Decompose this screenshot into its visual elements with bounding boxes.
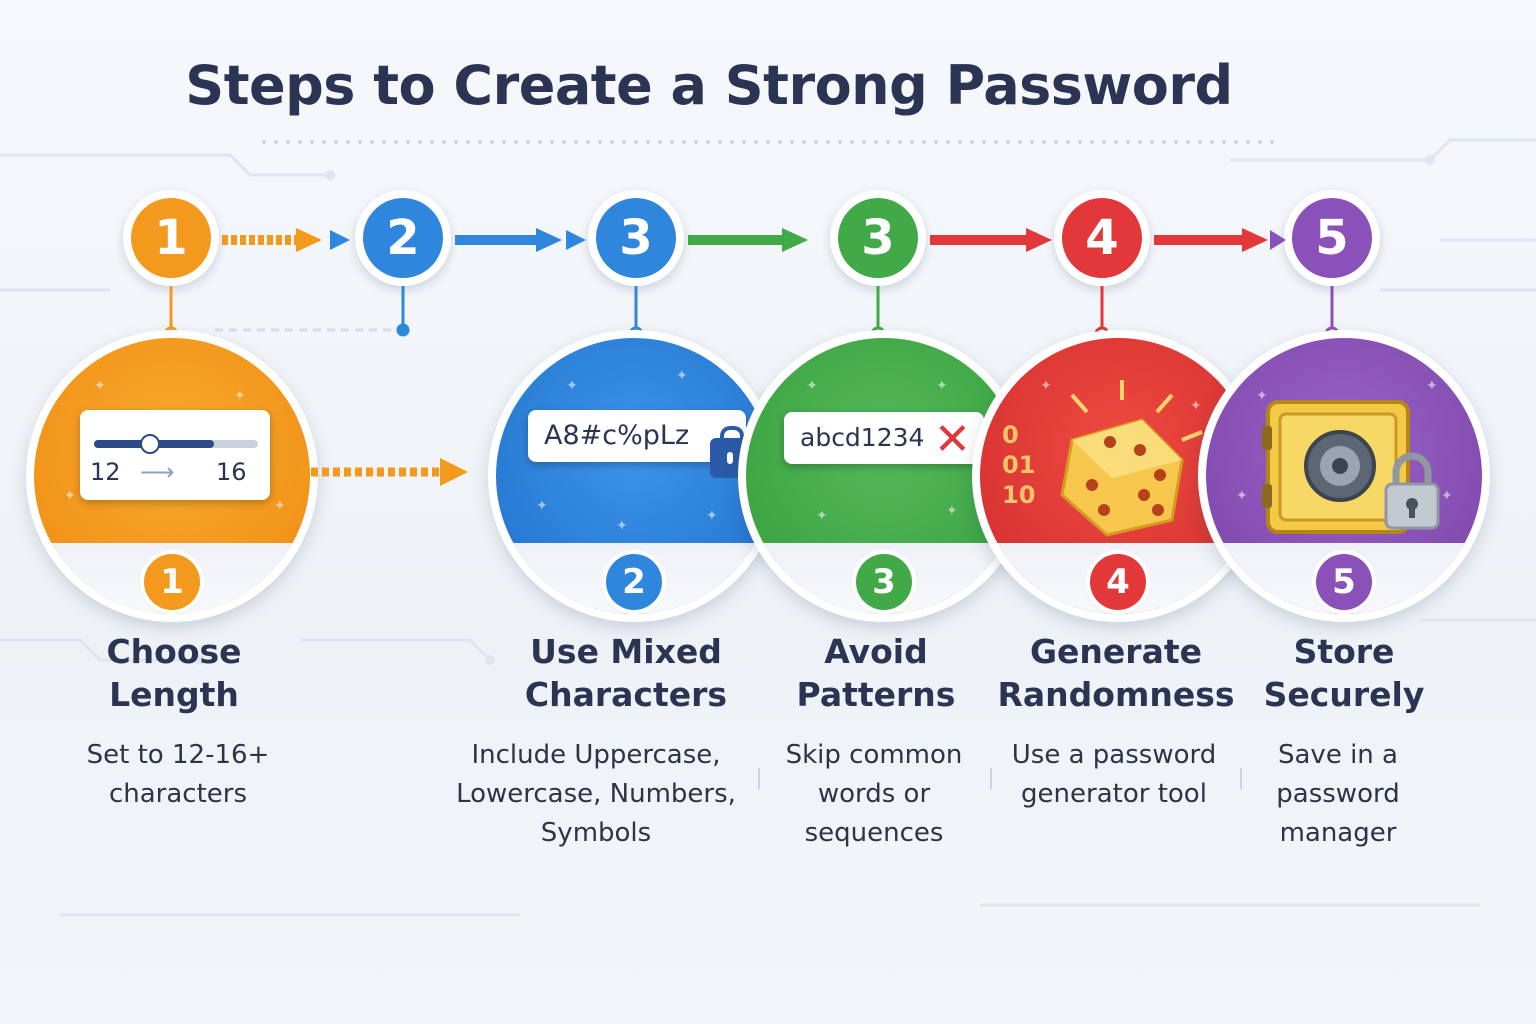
step-title-line: Patterns — [796, 675, 956, 714]
step-title-line: Store — [1293, 632, 1395, 671]
safe-icon — [1262, 400, 1410, 534]
step-5-description: Save in a password manager — [1188, 736, 1488, 853]
step-desc-line: generator tool — [1021, 779, 1207, 809]
step-5-illustration-circle: ✦ ✦ ✦ ✦ 5 — [1198, 330, 1490, 622]
step-desc-line: words or — [817, 779, 931, 809]
step-desc-line: Save in a — [1278, 740, 1398, 770]
step-title-line: Choose — [106, 632, 242, 671]
step-1-description: Set to 12-16+ characters — [28, 736, 328, 814]
step-1-to-2-arrow — [300, 458, 468, 486]
top-step-number: 1 — [131, 198, 211, 278]
top-step-number: 2 — [363, 198, 443, 278]
top-step-badge-2: 2 — [355, 190, 451, 286]
step-2-description: Include Uppercase, Lowercase, Numbers, S… — [446, 736, 746, 853]
step-5-number-badge: 5 — [1316, 554, 1372, 610]
slider-thumb — [140, 434, 160, 454]
step-1-illustration-circle: ✦ ✦ ✦ ✦ 1 12 ⟶ 16 — [26, 330, 318, 622]
step-desc-line: password — [1276, 779, 1400, 809]
step-3-title: Avoid Patterns — [736, 630, 1016, 716]
top-step-badge-4: 3 — [830, 190, 926, 286]
top-step-badge-1: 1 — [123, 190, 219, 286]
top-step-number: 5 — [1292, 198, 1372, 278]
step-4-title: Generate Randomness — [976, 630, 1256, 716]
page-title: Steps to Create a Strong Password — [185, 54, 1233, 117]
step-desc-line: Symbols — [540, 818, 652, 848]
step-1-number-badge: 1 — [144, 554, 200, 610]
step-2-title: Use Mixed Characters — [486, 630, 766, 716]
slider-min-label: 12 — [90, 458, 121, 486]
top-step-badge-5: 4 — [1054, 190, 1150, 286]
arrow-right-icon: ⟶ — [140, 458, 175, 486]
step-desc-line: Include Uppercase, — [471, 740, 721, 770]
binary-digit-line: 0 — [1002, 421, 1019, 449]
step-2-number-badge: 2 — [606, 554, 662, 610]
dice-icon — [1060, 380, 1203, 537]
step-desc-line: Set to 12-16+ — [86, 740, 270, 770]
weak-password-field: abcd1234 — [784, 412, 984, 464]
top-step-number: 3 — [596, 198, 676, 278]
step-desc-line: manager — [1279, 818, 1397, 848]
step-title-line: Randomness — [997, 675, 1235, 714]
step-1-title: Choose Length — [34, 630, 314, 716]
step-desc-line: Use a password — [1011, 740, 1217, 770]
padlock-icon — [1384, 452, 1440, 530]
step-title-line: Generate — [1029, 632, 1203, 671]
column-divider — [758, 768, 760, 790]
rejected-x-icon: ✕ — [934, 414, 971, 465]
step-title-line: Securely — [1263, 675, 1425, 714]
step-3-description: Skip common words or sequences — [724, 736, 1024, 853]
step-4-description: Use a password generator tool — [964, 736, 1264, 814]
top-step-badge-3: 3 — [588, 190, 684, 286]
step-5-title: Store Securely — [1204, 630, 1484, 716]
step-3-number-badge: 3 — [856, 554, 912, 610]
slider-max-label: 16 — [216, 458, 247, 486]
step-title-line: Use Mixed — [530, 632, 722, 671]
step-desc-line: Lowercase, Numbers, — [456, 779, 736, 809]
step-desc-line: sequences — [804, 818, 944, 848]
binary-digit-line: 01 — [1002, 451, 1036, 479]
top-step-number: 3 — [838, 198, 918, 278]
top-step-number: 4 — [1062, 198, 1142, 278]
step-title-line: Avoid — [824, 632, 928, 671]
step-2-illustration-circle: ✦ ✦ ✦ ✦ ✦ 2 A8#c%pLz — [488, 330, 780, 622]
top-step-badge-6: 5 — [1284, 190, 1380, 286]
example-password-field: A8#c%pLz — [528, 410, 746, 462]
step-title-line: Characters — [524, 675, 728, 714]
step-4-number-badge: 4 — [1090, 554, 1146, 610]
length-slider-card: 12 ⟶ 16 — [80, 410, 270, 500]
binary-digit-line: 10 — [1002, 481, 1036, 509]
column-divider — [990, 768, 992, 790]
step-desc-line: characters — [108, 779, 248, 809]
title-divider — [258, 140, 1278, 144]
column-divider — [1240, 768, 1242, 790]
step-desc-line: Skip common — [785, 740, 963, 770]
step-title-line: Length — [109, 675, 239, 714]
binary-digits: 0 01 10 — [1002, 420, 1035, 510]
step-3-illustration-circle: ✦ ✦ ✦ ✦ 3 abcd1234 ✕ — [738, 330, 1030, 622]
